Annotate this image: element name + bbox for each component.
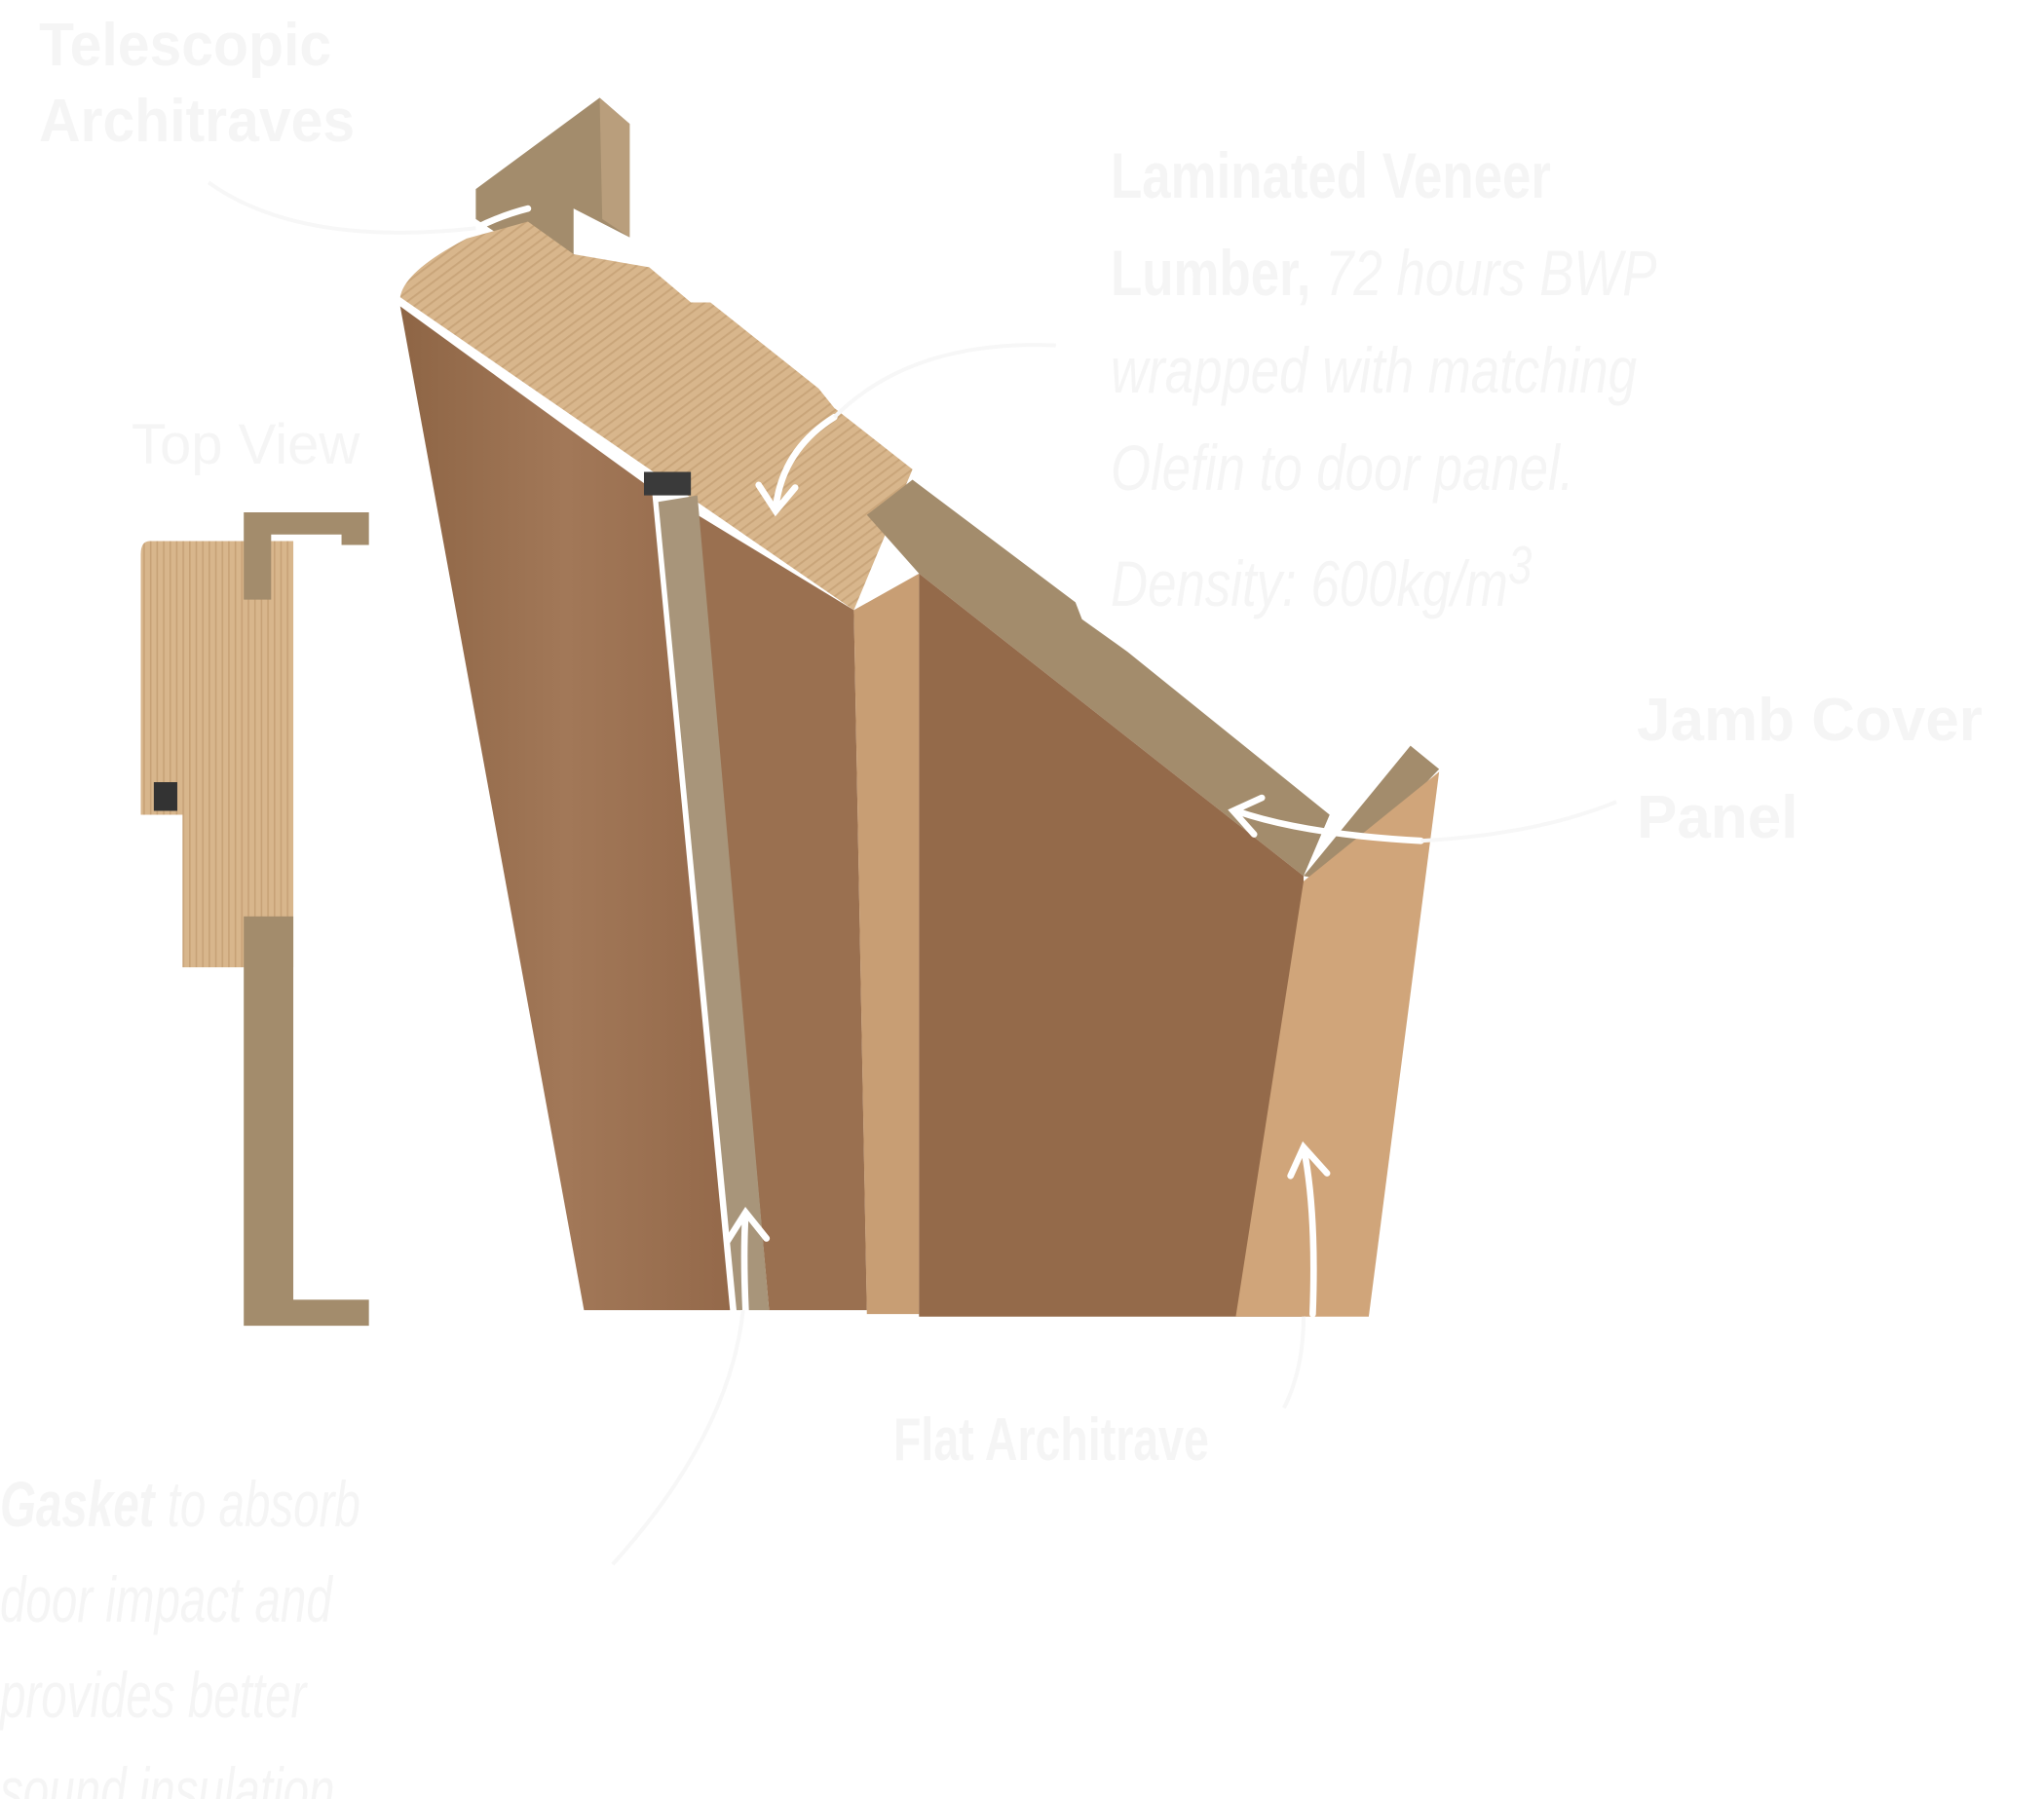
arrow-lvl	[755, 413, 838, 517]
label-superscript: 3	[1507, 535, 1533, 595]
label-line: door impact and	[0, 1563, 332, 1635]
label-line: sound insulation.	[0, 1754, 348, 1799]
label-line: Density: 600kg/m	[1111, 547, 1508, 619]
leader-lines	[207, 180, 1617, 1566]
label-line: Lumber,	[1111, 237, 1311, 309]
gasket-clip	[643, 471, 692, 496]
label-jamb-cover-panel: Jamb Cover Panel	[1637, 672, 1983, 867]
label-line: Panel	[1637, 784, 1798, 851]
label-line: Telescopic	[39, 12, 332, 79]
lvl-top-face	[399, 221, 913, 611]
jamb-middle-face	[697, 514, 867, 1311]
label-flat-architrave: Flat Architrave	[893, 1406, 1209, 1474]
label-line: 72 hours BWP	[1310, 237, 1657, 309]
arrow-telescopic	[473, 205, 532, 232]
arrow-flat-architrave	[1287, 1141, 1331, 1318]
label-line: Olefin to door panel.	[1111, 431, 1574, 504]
flat-architrave	[1235, 771, 1440, 1317]
jamb-cover-top-edge	[866, 479, 1330, 877]
arrows	[473, 205, 1424, 1318]
label-gasket: Gasket to absorb door impact and provide…	[0, 1456, 360, 1799]
flat-architrave-top	[1304, 745, 1440, 881]
label-laminated-veneer-lumber: Laminated Veneer Lumber, 72 hours BWP wr…	[1111, 127, 1656, 632]
label-line: provides better	[0, 1659, 307, 1731]
label-telescopic-architraves: Telescopic Architraves	[39, 8, 355, 160]
top-view-section	[140, 511, 369, 1327]
label-line: to absorb	[154, 1468, 360, 1540]
label-line: Laminated Veneer	[1111, 139, 1551, 211]
label-line: Gasket	[0, 1468, 155, 1540]
arrow-jamb-cover	[1228, 794, 1424, 844]
label-top-view: Top View	[132, 413, 360, 476]
label-line: Jamb Cover	[1637, 687, 1983, 754]
arrow-gasket	[724, 1206, 771, 1314]
label-line: wrapped with matching	[1111, 334, 1638, 406]
label-line: Architraves	[39, 88, 356, 155]
gasket-strip	[658, 495, 770, 1311]
jamb-left-face	[399, 306, 731, 1311]
jamb-cover-panel	[919, 573, 1305, 1317]
plywood-edge	[853, 573, 920, 1315]
